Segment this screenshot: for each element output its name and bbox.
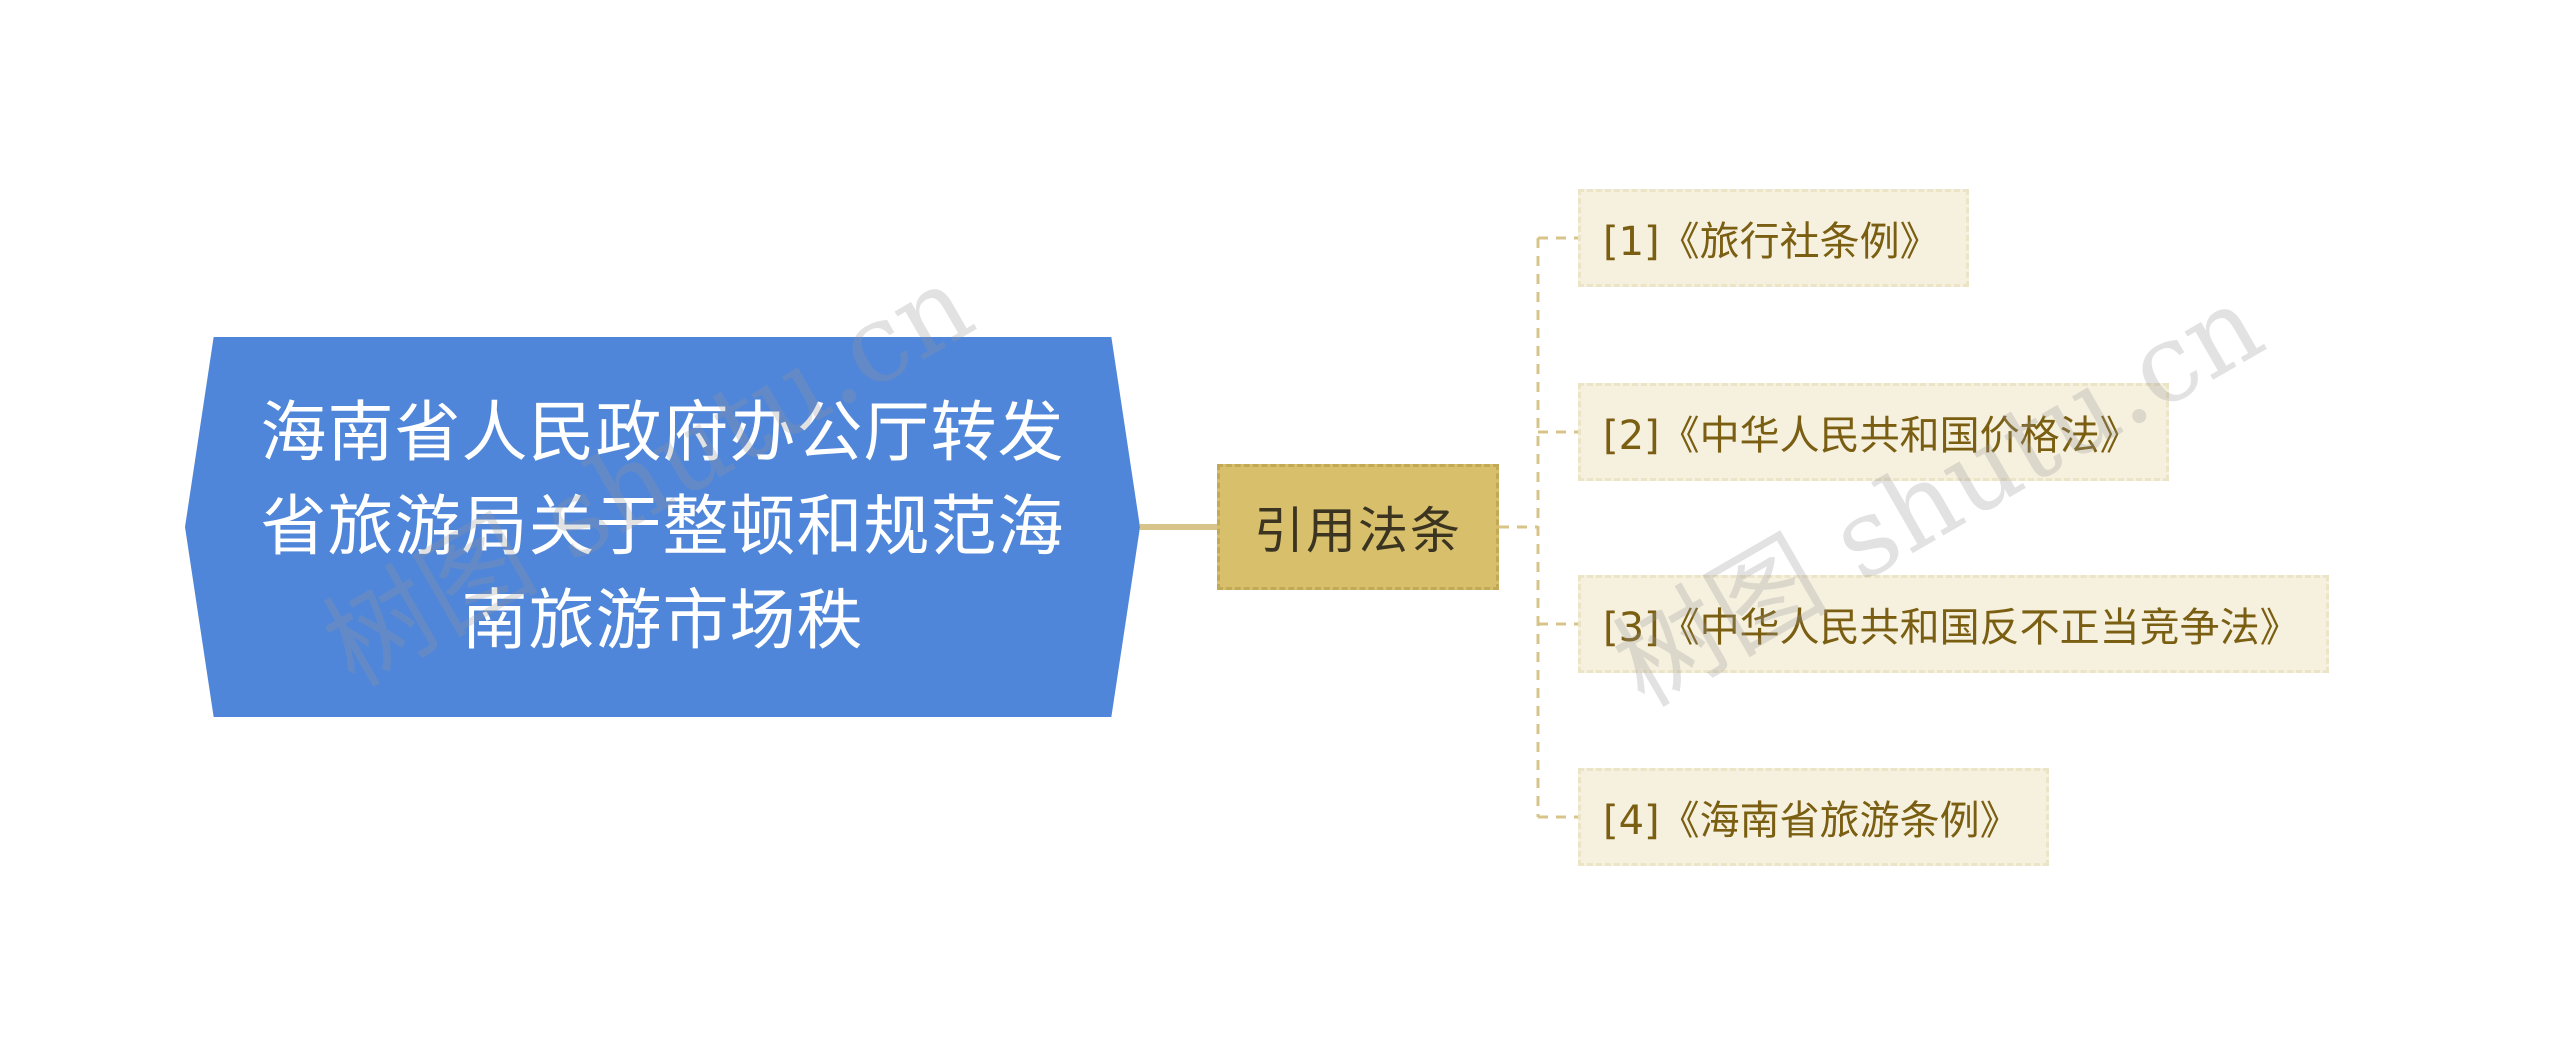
branch-node-label: 引用法条	[1254, 502, 1462, 560]
leaf-node-label: [2]《中华人民共和国价格法》	[1603, 413, 2140, 459]
root-node-label: 海南省人民政府办公厅转发省旅游局关于整顿和规范海南旅游市场秩	[260, 394, 1065, 659]
root-node[interactable]: 海南省人民政府办公厅转发省旅游局关于整顿和规范海南旅游市场秩	[185, 337, 1140, 717]
leaf-node-label: [3]《中华人民共和国反不正当竞争法》	[1603, 605, 2300, 651]
leaf-node-label: [4]《海南省旅游条例》	[1603, 798, 2020, 844]
leaf-node-4[interactable]: [4]《海南省旅游条例》	[1578, 768, 2049, 866]
leaf-node-3[interactable]: [3]《中华人民共和国反不正当竞争法》	[1578, 575, 2329, 673]
leaf-node-2[interactable]: [2]《中华人民共和国价格法》	[1578, 383, 2169, 481]
leaf-node-1[interactable]: [1]《旅行社条例》	[1578, 189, 1969, 287]
branch-node[interactable]: 引用法条	[1217, 464, 1499, 590]
leaf-node-label: [1]《旅行社条例》	[1603, 219, 1940, 265]
